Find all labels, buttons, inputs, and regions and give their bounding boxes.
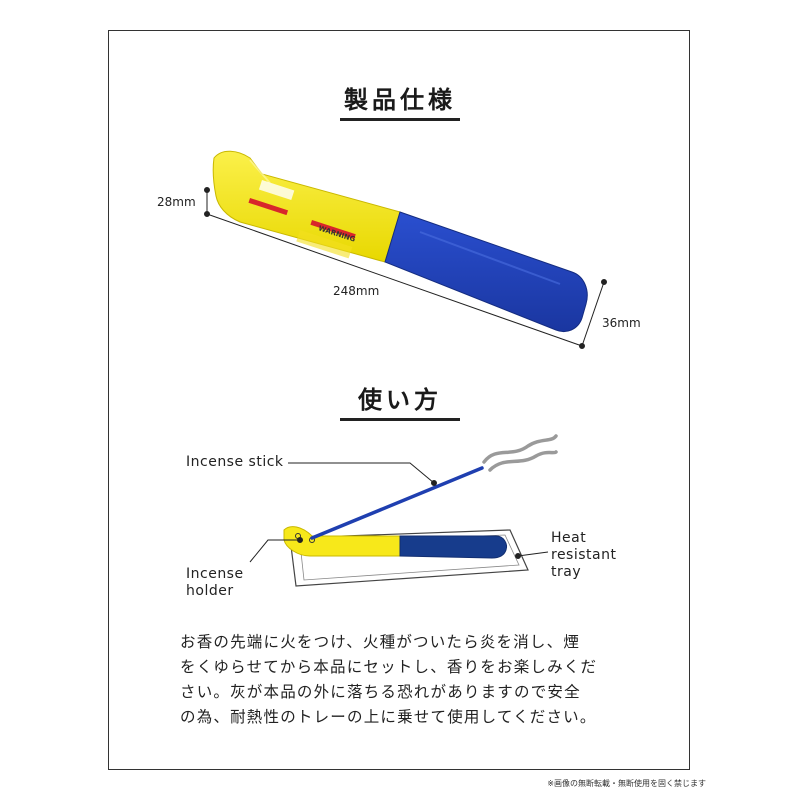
description-line: をくゆらせてから本品にセットし、香りをお楽しみくだ (180, 658, 598, 676)
heat-tray-label-line: tray (551, 564, 582, 580)
height-dim-endpoint (204, 187, 210, 193)
incense-holder-label: Incense holder (186, 566, 244, 600)
heat-tray-label-line: resistant (551, 547, 617, 563)
smoke-icon (482, 434, 558, 472)
content-frame (108, 30, 690, 770)
holder-blue-section (384, 211, 588, 332)
heat-tray-label: Heat resistant tray (551, 530, 616, 581)
height-dimension: 28mm (157, 195, 196, 209)
width-dimension: 36mm (602, 316, 641, 330)
heat-tray-label-line: Heat (551, 530, 587, 546)
description-line: の為、耐熱性のトレーの上に乗せて使用してください。 (180, 708, 597, 726)
copyright-footnote: ※画像の無断転載・無断使用を固く禁じます (547, 779, 706, 788)
leader-lines (249, 462, 549, 563)
spec-heading: 製品仕様 (344, 86, 456, 114)
spec-heading-underline (340, 118, 460, 121)
usage-heading-underline (340, 418, 460, 421)
incense-stick (310, 466, 484, 540)
length-dimension: 248mm (333, 284, 380, 298)
incense-holder-label-line: Incense (186, 566, 244, 582)
width-dim-line (581, 281, 605, 347)
length-dim-line (206, 213, 583, 347)
usage-heading: 使い方 (358, 386, 442, 414)
incense-holder-label-line: holder (186, 583, 234, 599)
incense-holder (283, 526, 507, 559)
usage-description: お香の先端に火をつけ、火種がついたら炎を消し、煙 をくゆらせてから本品にセットし… (180, 630, 640, 730)
description-line: さい。灰が本品の外に落ちる恐れがありますので安全 (180, 683, 581, 701)
description-line: お香の先端に火をつけ、火種がついたら炎を消し、煙 (180, 633, 581, 651)
width-dim-endpoint (601, 279, 607, 285)
incense-stick-label: Incense stick (186, 454, 284, 470)
dimension-lines (204, 187, 607, 349)
holder-yellow-section (212, 150, 401, 263)
